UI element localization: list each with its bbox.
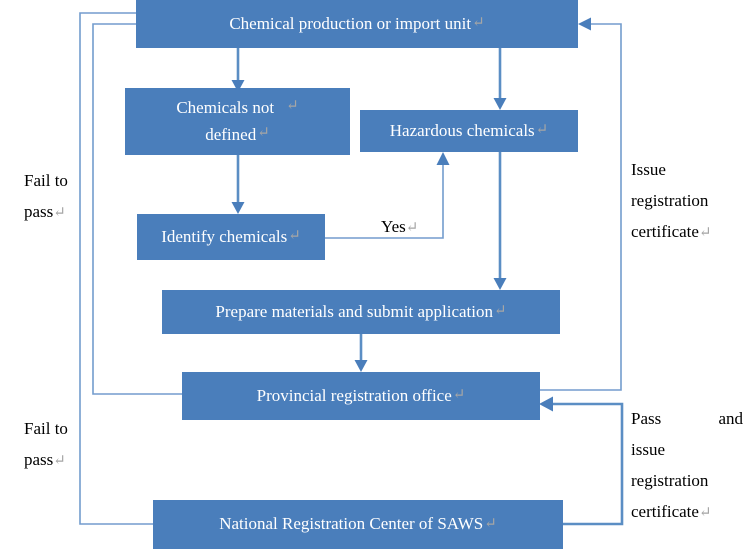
node-provincial-registration-office[interactable]: Provincial registration office↵ bbox=[182, 372, 540, 420]
node-national-registration-center-of-saws[interactable]: National Registration Center of SAWS↵ bbox=[153, 500, 563, 549]
node-label: Prepare materials and submit application bbox=[215, 301, 493, 321]
node-label: Provincial registration office bbox=[256, 385, 452, 405]
node-chemicals-not-defined[interactable]: Chemicals not↵ defined↵ bbox=[125, 88, 350, 155]
edge-hazardous-to-prepare bbox=[493, 152, 507, 290]
pilcrow-icon: ↵ bbox=[472, 15, 485, 32]
edge-production-to-hazardous bbox=[493, 48, 507, 110]
edge-label-fail-to-pass-lower: Fail to pass↵ bbox=[24, 419, 68, 469]
pilcrow-icon: ↵ bbox=[53, 452, 66, 469]
edge-notdefined-to-identify bbox=[231, 155, 245, 214]
edge-label-fail-to-pass-upper: Fail to pass↵ bbox=[24, 171, 68, 221]
node-label-line-1: Chemicals not↵ bbox=[176, 95, 298, 121]
node-chemical-production-or-import-unit[interactable]: Chemical production or import unit↵ bbox=[136, 0, 578, 48]
pass-and-line: Pass and bbox=[631, 409, 743, 428]
pass-and-rest: issue registration certificate↵ bbox=[631, 439, 712, 521]
edge-provincial-to-production-left bbox=[92, 17, 182, 395]
pilcrow-icon: ↵ bbox=[698, 224, 712, 241]
pilcrow-icon: ↵ bbox=[405, 220, 419, 236]
pilcrow-icon: ↵ bbox=[494, 303, 507, 320]
pilcrow-icon: ↵ bbox=[257, 124, 270, 141]
node-label: National Registration Center of SAWS bbox=[219, 514, 484, 534]
node-identify-chemicals[interactable]: Identify chemicals↵ bbox=[137, 214, 325, 260]
node-prepare-materials-and-submit-application[interactable]: Prepare materials and submit application… bbox=[162, 290, 560, 334]
pilcrow-icon: ↵ bbox=[53, 204, 66, 221]
edge-label-issue-registration-certificate: Issue registration certificate↵ bbox=[631, 160, 712, 241]
pilcrow-icon: ↵ bbox=[286, 98, 299, 115]
edge-label-pass-and-issue-registration-certificate: Pass and issue registration certificate↵ bbox=[631, 404, 745, 528]
pilcrow-icon: ↵ bbox=[452, 387, 466, 404]
pilcrow-icon: ↵ bbox=[535, 122, 549, 139]
node-hazardous-chemicals[interactable]: Hazardous chemicals↵ bbox=[360, 110, 578, 152]
edge-prepare-to-provincial bbox=[354, 334, 368, 372]
pilcrow-icon: ↵ bbox=[698, 504, 712, 521]
edge-production-to-notdefined bbox=[231, 48, 245, 92]
node-label: Chemical production or import unit bbox=[229, 13, 472, 33]
edge-provincial-to-production-right bbox=[540, 17, 622, 391]
edge-national-to-production-left bbox=[79, 6, 153, 525]
node-label: Identify chemicals bbox=[161, 226, 288, 246]
node-label-line-2: defined↵ bbox=[205, 122, 270, 148]
pilcrow-icon: ↵ bbox=[484, 515, 497, 532]
pilcrow-icon: ↵ bbox=[288, 228, 301, 245]
node-label: Hazardous chemicals bbox=[389, 120, 535, 140]
edge-label-yes: Yes↵ bbox=[381, 217, 419, 236]
